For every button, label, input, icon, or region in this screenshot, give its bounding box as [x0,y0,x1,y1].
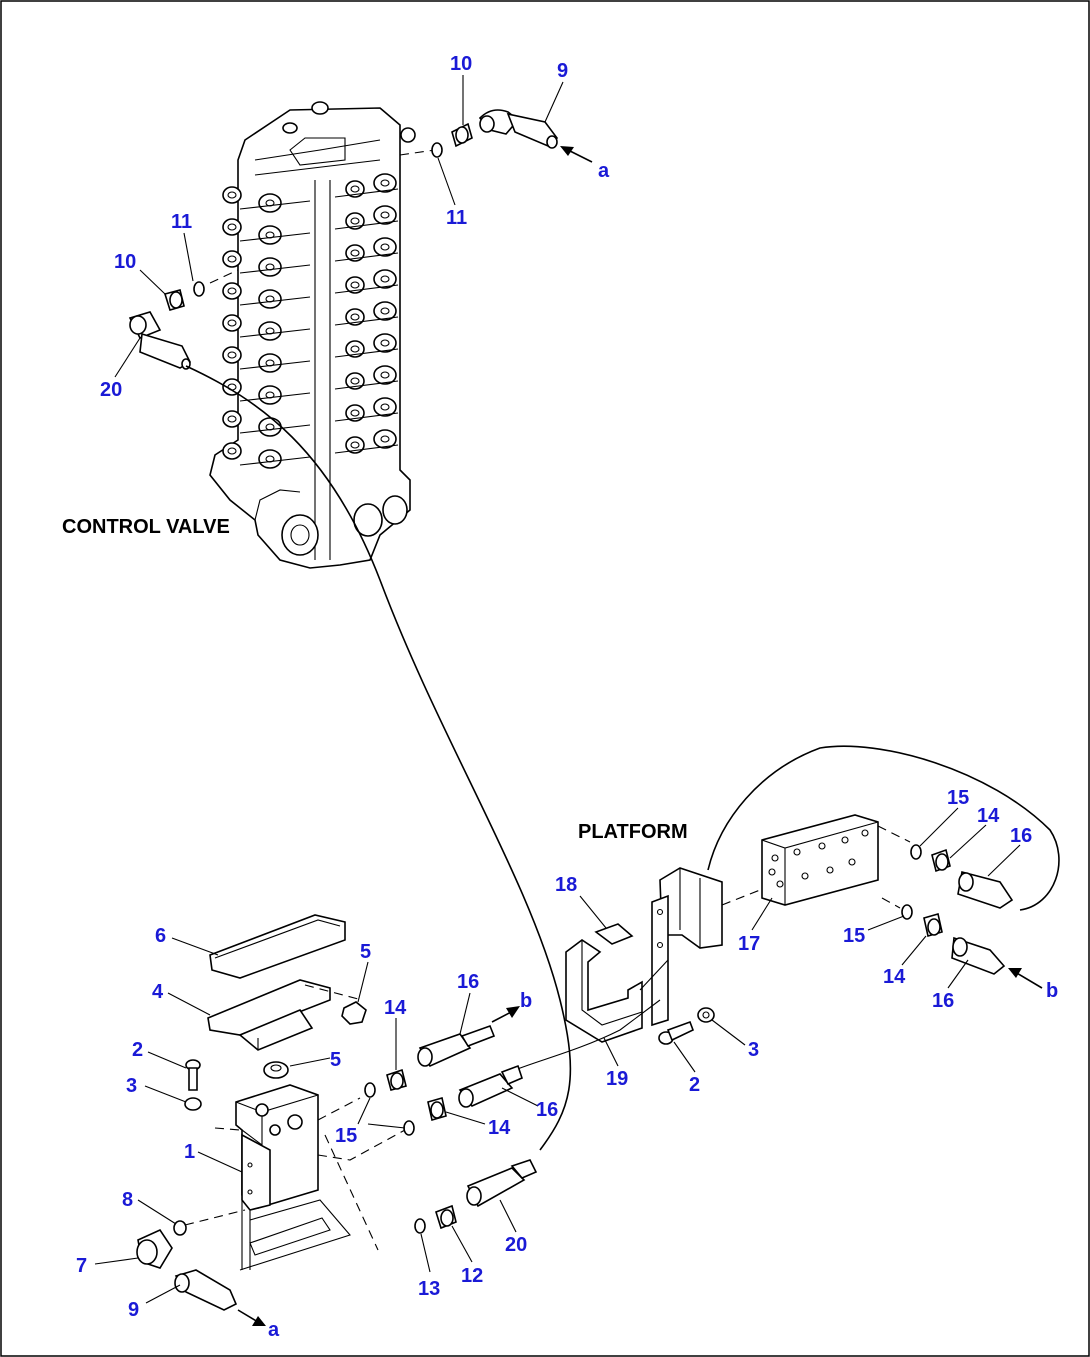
callout-14-right-upper: 14 [977,805,1000,827]
callout-11-left: 11 [171,211,192,233]
callout-17: 17 [738,933,760,955]
callout-b-right: b [1046,980,1058,1002]
callout-a-bottom: a [268,1319,280,1341]
callout-2-left: 2 [132,1039,143,1061]
callout-16-a: 16 [457,971,479,993]
hose-16-lower [458,1064,523,1108]
callout-20-bottom: 20 [505,1234,527,1256]
fitting-15-lower [403,1120,415,1136]
callout-9-top: 9 [557,60,568,82]
elbow-7 [136,1228,173,1269]
callout-7: 7 [76,1255,87,1277]
callout-a-top: a [598,160,610,182]
pedal-4 [207,979,331,1051]
hose-16-upper [417,1006,520,1068]
callout-2-mid: 2 [689,1074,700,1096]
washer-3-mid [697,1007,715,1023]
callout-8: 8 [122,1189,133,1211]
fittings-right-upper [877,825,1014,909]
callout-14-right-lower: 14 [883,966,906,988]
callout-5-top: 5 [360,941,371,963]
callout-14-a: 14 [384,997,407,1019]
callout-16-right-lower: 16 [932,990,954,1012]
callout-12: 12 [461,1265,483,1287]
callout-15-mid: 15 [335,1125,357,1147]
pedal-valve-body-1 [235,1084,319,1211]
callout-1: 1 [184,1141,195,1163]
top-fittings [431,109,593,163]
callout-18: 18 [555,874,577,896]
bracket-19 [565,894,669,1043]
callout-6: 6 [155,925,166,947]
platform-label: PLATFORM [578,821,688,843]
callout-10-top: 10 [450,53,472,75]
fitting-14-lower [427,1096,447,1122]
pilot-hose-line [185,365,572,1151]
fitting-13 [414,1218,426,1234]
callout-11-top: 11 [446,207,467,229]
callout-leader-lines [94,75,1021,1304]
fitting-8 [173,1220,187,1236]
bolt-2-left [185,1059,201,1091]
pedal-cover-6 [209,914,346,979]
nut-5-mid [263,1061,289,1079]
callout-16-b: 16 [536,1099,558,1121]
hose-9-bottom [174,1269,266,1326]
nut-5-top [341,1001,367,1025]
left-fittings [128,281,205,370]
callout-3-left: 3 [126,1075,137,1097]
platform-block-17 [761,814,879,906]
callout-9-bottom: 9 [128,1299,139,1321]
callout-5-mid: 5 [330,1049,341,1071]
hose-20-bottom [466,1159,538,1208]
callout-16-right-upper: 16 [1010,825,1032,847]
callout-15-right-upper: 15 [947,787,969,809]
platform-bracket [659,867,723,949]
callout-19: 19 [606,1068,628,1090]
callout-10-left: 10 [114,251,136,273]
washer-3-left [184,1097,202,1111]
bolt-2-mid [658,1020,695,1045]
callout-14-b: 14 [488,1117,511,1139]
platform-hose-loop [707,745,1060,911]
callout-20-left: 20 [100,379,122,401]
callout-b-mid: b [520,990,532,1012]
fitting-12 [435,1204,457,1230]
platform-plate [239,1180,351,1271]
callout-15-right-lower: 15 [843,925,865,947]
control-valve-drawing [209,101,416,569]
fittings-right-lower [881,897,1043,989]
fitting-15-upper [364,1082,376,1098]
callout-3-mid: 3 [748,1039,759,1061]
valve-spool-stack [222,173,399,469]
callout-13: 13 [418,1278,440,1300]
fitting-14-upper [386,1068,407,1091]
control-valve-label: CONTROL VALVE [62,516,230,538]
callout-4: 4 [152,981,164,1003]
